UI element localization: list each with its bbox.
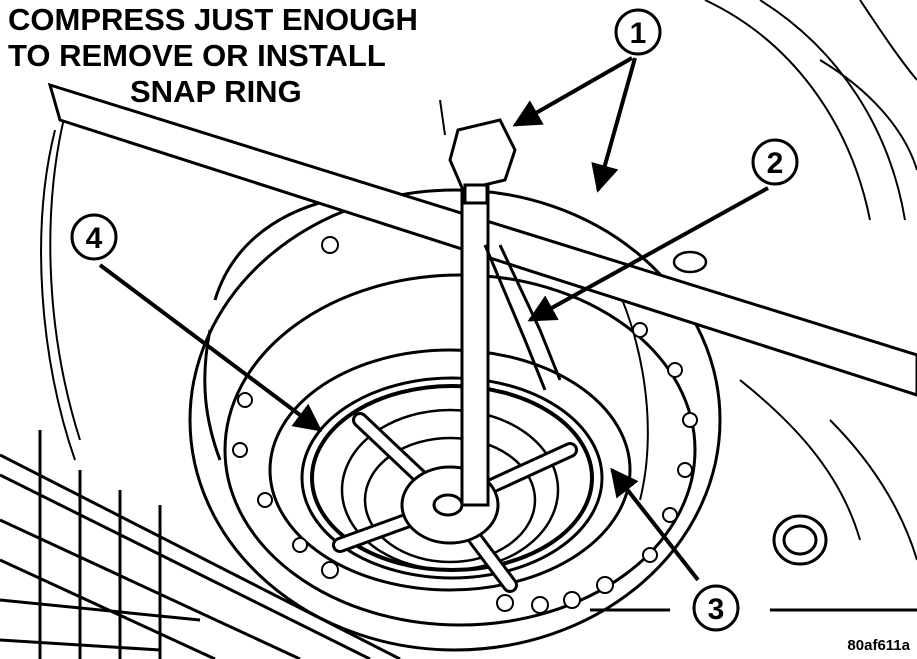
caption-leader (439, 99, 446, 136)
leader-2 (527, 186, 769, 322)
compressor-nut (448, 118, 517, 205)
spring-retainer (340, 408, 560, 572)
leader-3 (610, 467, 700, 582)
leader-4 (98, 263, 323, 432)
instruction-line-3: SNAP RING (130, 74, 302, 109)
compressor-legs (483, 244, 562, 391)
callout-1-number: 1 (630, 17, 647, 50)
clutch-housing (188, 188, 722, 652)
callout-3-number: 3 (708, 593, 725, 626)
leader-lines (98, 56, 769, 582)
callout-2-number: 2 (767, 147, 784, 180)
instruction-line-1: COMPRESS JUST ENOUGH (8, 2, 418, 37)
figure-id: 80af611a (847, 637, 910, 654)
leader-1a (512, 56, 633, 127)
callout-2: 2 (751, 138, 799, 186)
bar-bolt-hole (672, 250, 708, 274)
housing-holes (232, 236, 698, 614)
leader-1b (591, 57, 637, 193)
instruction-line-2: TO REMOVE OR INSTALL (8, 38, 386, 73)
callout-4-number: 4 (86, 222, 103, 255)
callout-1: 1 (614, 8, 662, 56)
instruction-text: COMPRESS JUST ENOUGH TO REMOVE OR INSTAL… (8, 2, 418, 109)
callout-3: 3 (692, 584, 740, 632)
callout-4: 4 (70, 213, 118, 261)
compressor-rod (460, 173, 490, 507)
case-plug (772, 514, 828, 566)
